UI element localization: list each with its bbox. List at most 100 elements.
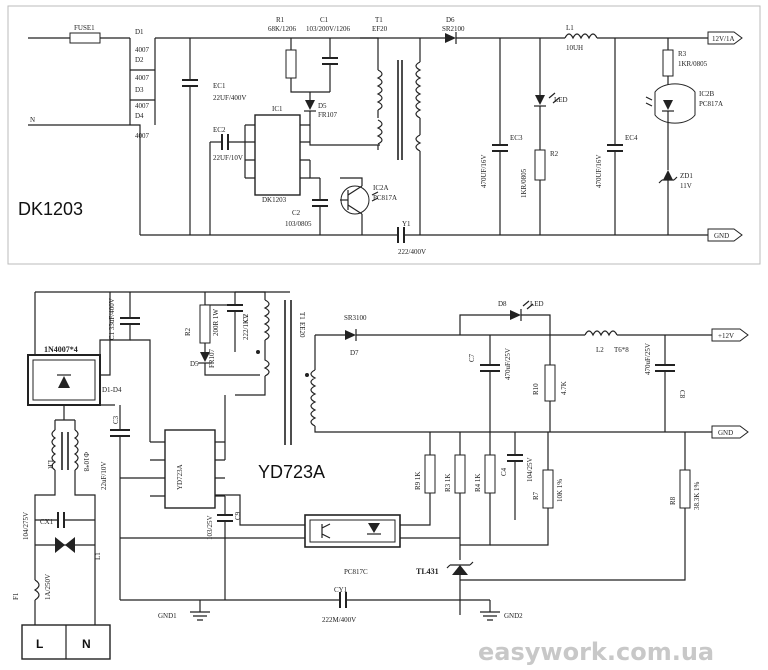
terminal-n: N (82, 637, 91, 651)
label-c1-value: 103/200V/1206 (306, 25, 350, 33)
label-d5-value: FR107 (208, 348, 216, 368)
label-c8: C8 (678, 390, 686, 399)
label-gnd1: GND1 (158, 612, 177, 620)
label-d3-value: 4007 (135, 102, 150, 110)
label-ic: YD723A (176, 464, 184, 490)
label-c9-value: 103/25V (206, 516, 214, 541)
label-ec4: EC4 (625, 134, 638, 142)
label-d4-value: 4007 (135, 132, 150, 140)
label-d4: D4 (135, 112, 144, 120)
label-led: LED (554, 96, 568, 104)
label-c1: C1 (320, 16, 329, 24)
bottom-wiring (21, 291, 749, 660)
label-d1: D1 (135, 28, 144, 36)
label-c3: C3 (112, 415, 120, 424)
label-c8-value: 470uF/25V (644, 343, 652, 375)
label-d7: D7 (350, 349, 359, 357)
bottom-title: YD723A (258, 462, 325, 482)
label-d7-value: SR3100 (344, 314, 367, 322)
label-d1-value: 4007 (135, 46, 150, 54)
label-r10: R10 (532, 383, 540, 395)
label-output: 12V/1A (712, 35, 735, 43)
label-gnd2: GND2 (504, 612, 523, 620)
label-l2-value: T6*8 (614, 346, 629, 354)
label-ec2-value: 22UF/10V (213, 154, 243, 162)
label-r2-value: 1KR/0805 (520, 168, 528, 198)
label-n-input: N (30, 116, 35, 124)
label-d3: D3 (135, 86, 144, 94)
label-f1-value: 1A/250V (44, 574, 52, 600)
label-t1-value: EE20 (298, 322, 306, 338)
label-c2-value: 103/0805 (285, 220, 312, 228)
label-y1: Y1 (402, 220, 411, 228)
label-ic2b: IC2B (699, 90, 715, 98)
label-d6-value: SR2100 (442, 25, 465, 33)
label-r7-value: 10K 1% (556, 479, 564, 502)
label-cy1-value: 222M/400V (322, 616, 356, 624)
label-ic1: IC1 (272, 105, 283, 113)
label-l2: L2 (596, 346, 604, 354)
label-l1: L1 (94, 552, 102, 560)
label-c7: C7 (468, 353, 476, 362)
label-lr-value: Ф10*8 (82, 452, 90, 472)
label-zd1-value: 11V (680, 182, 692, 190)
label-r1: R1 (276, 16, 285, 24)
label-tl431: TL431 (416, 567, 439, 576)
label-d5-value: FR107 (318, 111, 338, 119)
label-c4: C4 (500, 467, 508, 476)
label-gnd: GND (718, 429, 733, 437)
top-wiring (28, 31, 743, 243)
label-c7-value: 470uF/25V (504, 348, 512, 380)
label-ic1-value: DK1203 (262, 196, 287, 204)
label-r4: R4 1K (474, 474, 482, 492)
label-cx1-value: 104/275V (22, 512, 30, 540)
label-c4-value: 104/25V (526, 458, 534, 483)
label-l1: L1 (566, 24, 574, 32)
label-ec3: EC3 (510, 134, 523, 142)
label-c9: C9 (234, 511, 242, 520)
label-zd1: ZD1 (680, 172, 693, 180)
label-output: +12V (718, 332, 734, 340)
label-d8: D8 (498, 300, 507, 308)
label-r9: R9 1K (414, 472, 422, 490)
label-r1-value: 68K/1206 (268, 25, 297, 33)
label-ic2a-value: PC817A (373, 194, 397, 202)
label-r10-value: 4.7K (560, 381, 568, 395)
top-panel-border (7, 5, 761, 265)
label-c2: C2 (242, 313, 250, 322)
label-cy1: CY1 (334, 586, 348, 594)
terminal-l: L (36, 637, 43, 651)
watermark: easywork.com.ua (478, 638, 714, 666)
label-d6: D6 (446, 16, 455, 24)
label-ec3-value: 470UF/16V (480, 155, 488, 188)
label-r3: R3 1K (444, 474, 452, 492)
label-l1-value: 10UH (566, 44, 583, 52)
label-f1: F1 (12, 592, 20, 600)
label-r3: R3 (678, 50, 687, 58)
label-y1-value: 222/400V (398, 248, 426, 256)
label-ec2: EC2 (213, 126, 226, 134)
label-c2: C2 (292, 209, 301, 217)
top-title: DK1203 (18, 199, 83, 219)
label-ec4-value: 470UF/16V (595, 155, 603, 188)
label-t1: T1 (375, 16, 383, 24)
label-c3-value: 22uF/10V (100, 462, 108, 490)
label-r2: R2 (550, 150, 559, 158)
label-bridge: 1N4007*4 (44, 345, 78, 354)
label-d1-d4: D1-D4 (102, 386, 122, 394)
label-gnd: GND (714, 232, 729, 240)
label-r7: R7 (532, 491, 540, 500)
label-r8: R8 (669, 496, 677, 505)
label-pc817c: PC817C (344, 568, 368, 576)
label-lr: LR (46, 460, 54, 469)
label-ic2a: IC2A (373, 184, 389, 192)
label-fuse1: FUSE1 (74, 24, 95, 32)
label-d5: D5 (318, 102, 327, 110)
label-ec1-value: 22UF/400V (213, 94, 246, 102)
label-r2-value: 200R 1W (212, 309, 220, 336)
top-labels: FUSE1 D1 4007 D2 4007 D3 4007 D4 4007 N … (30, 16, 735, 256)
label-d2: D2 (135, 56, 144, 64)
label-ic2b-value: PC817A (699, 100, 723, 108)
